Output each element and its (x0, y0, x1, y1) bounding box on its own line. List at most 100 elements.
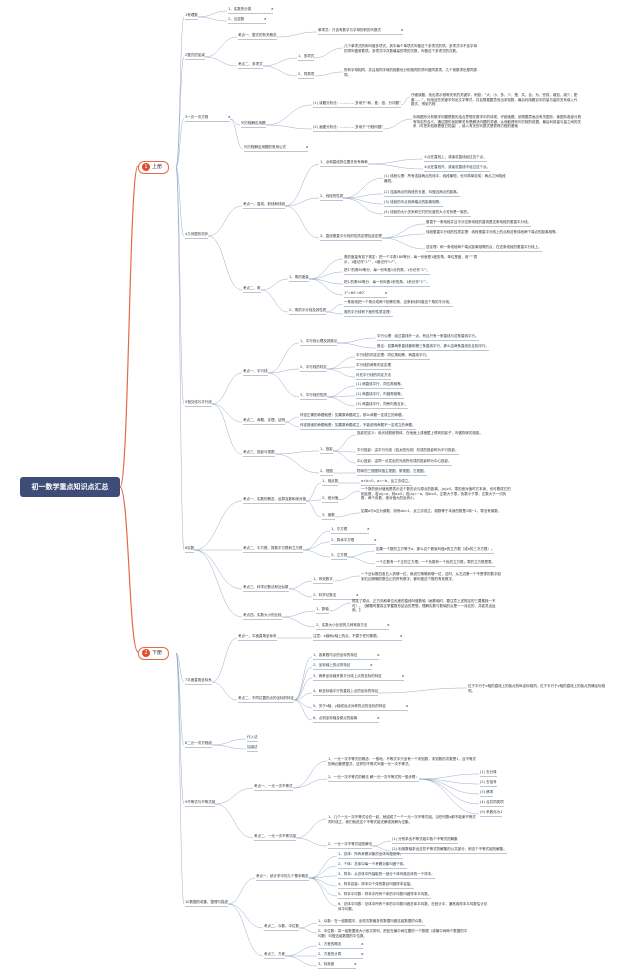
mindmap-node-n4b1a[interactable]: 角的度量有如下规定：把一个平角180等分，每一份就是1度的角，单位是度，用“°”… (344, 255, 478, 264)
mindmap-node-n6a[interactable]: 考点一、实数的概念、运算及数和绝对值 (243, 497, 306, 504)
mindmap-node-n4a2c[interactable]: (3) 线段的中点到两端点的距离相等。 (384, 200, 443, 207)
mindmap-node-n6a2[interactable]: 2、绝对值 (322, 496, 339, 503)
mindmap-node-n5b[interactable]: 考点二、命题、定理、证明 (243, 418, 285, 425)
mindmap-node-n5a1a[interactable]: 平行公理：经过直线外一点，有且只有一条直线与这条直线平行。 (377, 334, 479, 341)
mindmap-node-n10a2[interactable]: 2、个体：总体中每一个考察对象叫做个体。 (338, 862, 407, 869)
mindmap-node-n4b1d[interactable]: 1°=60′=60″a (344, 291, 388, 298)
mindmap-node-n2b1t[interactable]: 几个单项式的和叫做多项式，其中每个单项式叫做这个多项式的项。多项式中不含字母的项… (344, 44, 477, 53)
mindmap-node-n4b2[interactable]: 2、角的平分线及其性质 (289, 308, 327, 315)
mindmap-node-n6[interactable]: 6实数 (185, 546, 195, 553)
mindmap-node-n4a1y[interactable]: ②点在直线外，或者说直线不经过这个点。 (424, 165, 491, 172)
mindmap-node-n8[interactable]: 8二元一次方程组 (185, 741, 212, 748)
mindmap-node-n6a1[interactable]: 1、相反数 (322, 479, 339, 486)
mindmap-node-n5c1a[interactable]: 投影的定义：用光线照射物体，在地面上或墙壁上得到的影子，叫做物体的投影。 (357, 431, 483, 435)
mindmap-node-n7[interactable]: 7平面直角坐标系 (185, 678, 212, 685)
mindmap-node-n7b[interactable]: 考点二、不同位置的点的坐标的特征 (238, 696, 294, 703)
mindmap-node-n5a2c[interactable]: 补充平行线的判定方法 (356, 373, 391, 380)
mindmap-node-n6d1t[interactable]: 规定了原点、正方向和单位长度的直线叫做数轴（画数轴时，要注意上述规定的三要素缺一… (352, 599, 496, 612)
mindmap-node-n4b1c[interactable]: 把1′的角60等分，每一份叫做1秒的角，1秒记作“1″”。 (344, 280, 430, 287)
mindmap-node-n9b1[interactable]: 1、几个一元一次不等式合在一起，就组成了一个一元一次不等式组。当任何数x都不能使… (328, 815, 476, 824)
mindmap-node-n5a3c[interactable]: (3) 两直线平行，同旁内角互补。 (356, 402, 408, 409)
mindmap-node-n6d1[interactable]: 1、数轴 (316, 607, 329, 614)
mindmap-node-n10b2[interactable]: 2、中位数：将一组数据按大小依次排列，把处在最中间位置的一个数据（或最中间两个数… (318, 929, 468, 938)
mindmap-node-n4b1[interactable]: 1、角的度量 (289, 275, 309, 282)
mindmap-node-n5a1b[interactable]: 推论：如果两条直线都和第三条直线平行，那么这两条直线也互相平行。 (377, 344, 489, 351)
mindmap-node-n4[interactable]: 4几何图形初步 (185, 232, 209, 239)
mindmap-node-n6c1[interactable]: 1、有效数字 (313, 577, 333, 584)
mindmap-node-n10b[interactable]: 考点二、众数、中位数 (264, 924, 299, 931)
mindmap-node-n4a3b[interactable]: 线段垂直平分线的性质定理：线段垂直平分线上的点和这条线段两个端点的距离相等。 (426, 230, 559, 234)
mindmap-node-n5a[interactable]: 考点一、平行线 (243, 369, 268, 376)
mindmap-node-n10a1[interactable]: 1、总体：所有考察对象的全体叫做总体。 (338, 852, 404, 859)
mindmap-node-n1[interactable]: 1有理数 (185, 13, 198, 20)
mindmap-node-n4a2[interactable]: 2、线段的性质 (320, 194, 344, 201)
mindmap-node-n9b2[interactable]: 2、一元一次不等式组的解法 (328, 842, 373, 849)
mindmap-node-n8b[interactable]: 加减法 (247, 745, 258, 752)
mindmap-node-n5a3a[interactable]: (1) 两直线平行，同位角相等。 (356, 382, 405, 389)
mindmap-node-n5c2[interactable]: 2、视图 (320, 469, 333, 476)
mindmap-node-n10a3[interactable]: 3、样本：从总体中所抽取的一部分个体叫做总体的一个样本。 (338, 872, 435, 879)
mindmap-node-n5[interactable]: 5相交线与平行线 (185, 400, 212, 407)
mindmap-node-n6b3[interactable]: 3、立方根 (331, 553, 348, 560)
mindmap-node-n10a5[interactable]: 5、样本平均数：样本中所有个体的平均数叫做样本平均数。 (338, 892, 432, 899)
mindmap-node-n4a1x[interactable]: ①点在直线上，或者说直线经过这个点。 (424, 155, 487, 162)
mindmap-node-n6a3t[interactable]: 如果a与b互为倒数，则有ab=1，反之亦成立。倒数等于本身的数是1和−1，零没有… (361, 509, 502, 513)
mindmap-node-n4a2d[interactable]: (4) 线段的大小关系和它们的长度的大小关系是一致的。 (384, 210, 471, 217)
mindmap-node-n4a3a[interactable]: 垂直于一条线段并且平分这条线段的直线是这条线段的垂直平分线。 (426, 220, 531, 227)
mindmap-node-n3a1[interactable]: (1) 读题分析法：………… 多用于“和，差，倍，分问题” (313, 101, 401, 108)
root-topic[interactable]: 初一数学重点知识点汇总 (20, 477, 120, 497)
mindmap-node-n4a2b[interactable]: (2) 连接两点的线段的长度，叫做这两点的距离。 (384, 190, 461, 197)
mindmap-node-n3a2t[interactable]: 利用图形分析数学问题是数形结合思想在数学中的体现，仔细读题，依照题意画出有关图形… (413, 115, 581, 128)
mindmap-node-n9b[interactable]: 考点二、一元一次不等式组 (254, 834, 296, 841)
mindmap-node-n5c1c[interactable]: 中心投影：由同一点发出的光线所形成的投影称为中心投影。 (357, 459, 452, 466)
mindmap-node-n10b1[interactable]: 1、众数：在一组数据中，出现次数最多的数据叫做这组数据的众数。 (318, 919, 426, 926)
mindmap-node-n6a3[interactable]: 3、倒数 (322, 513, 335, 520)
mindmap-node-n4a2a[interactable]: (1) 线段公理：所有连接两点的线中，线段最短。也可简单说成：两点之间线段最短。 (384, 174, 506, 183)
mindmap-node-n4b1b[interactable]: 把1°的角60等分，每一份叫做1分的角，1分记作“1′”。 (344, 268, 431, 275)
mindmap-node-n7b4t[interactable]: 位于平行于x轴的直线上的各点的纵坐标相同。位于平行于y轴的直线上的各点的横坐标相… (468, 684, 606, 693)
mindmap-node-n5c1[interactable]: 1、投影 (320, 447, 333, 454)
mindmap-node-n5a1[interactable]: 1、平行线公理及其推论 (300, 339, 338, 346)
mindmap-node-n4a3[interactable]: 3、直线垂直平分线的性质定理及逆定理 (320, 234, 382, 241)
mindmap-node-n8a[interactable]: 代入法 (247, 735, 258, 742)
mindmap-node-n2b2t[interactable]: 所有字母相同，并且相同字母的指数也分别相同的项叫做同类项。几个常数项也是同类项。 (344, 68, 477, 77)
mindmap-node-n10c[interactable]: 考点三、方差 (264, 952, 285, 959)
mindmap-node-n6d[interactable]: 考点四、实数大小的比较 (243, 613, 282, 620)
mindmap-node-n7b4[interactable]: 4、和坐标轴平行的直线上点的坐标的特征 (313, 689, 379, 696)
mindmap-node-n9b2b[interactable]: (2) 利用数轴求出这些不等式的解集的公共部分，即这个不等式组的解集。 (392, 847, 507, 854)
mindmap-node-n3a1t[interactable]: 仔细读题，找出表示相等关系的关键字，例如：“大，小，多，少，是，共，合，为，完成… (411, 93, 578, 106)
mindmap-node-n6b3a[interactable]: 如果一个数的立方等于a，那么这个数就叫做a的立方根（或a的三次方根）。 (376, 547, 495, 554)
mindmap-node-n5c[interactable]: 考点三、投影与视图 (243, 450, 275, 457)
mindmap-node-n5a2[interactable]: 2、平行线的判定 (300, 365, 327, 372)
mindmap-node-n6c1t[interactable]: 一个近似数四舍五入到哪一位，就说它精确到哪一位，这时，从左边第一个不是零的数字起… (361, 572, 501, 581)
mindmap-node-n2a[interactable]: 考点一、整式的有关概念 (238, 33, 277, 40)
mindmap-node-n6c[interactable]: 考点三、科学记数法和近似数 (243, 585, 289, 592)
mindmap-node-n6b3b[interactable]: 一个正数有一个正的立方根；一个负数有一个负的立方根；零的立方根是零。 (376, 560, 495, 567)
mindmap-node-n2[interactable]: 2整式的加减 (185, 53, 205, 60)
mindmap-node-n5c2a[interactable]: 物体的三视图特指主视图、俯视图、左视图。 (357, 469, 427, 476)
mindmap-node-n2b1[interactable]: 1、多项式 (298, 54, 315, 61)
mindmap-node-n6a1a[interactable]: a+b=0，a=−b，反之亦成立。 (361, 479, 412, 486)
mindmap-node-n10a6[interactable]: 6、总体平均数：总体中所有个体的平均数叫做总体平均数，在统计中，通常用样本平均数… (338, 902, 488, 911)
mindmap-node-n7a1[interactable]: 注意：x轴和y轴上的点，不属于任何象限。a (313, 634, 403, 641)
mindmap-node-n5a2b[interactable]: 平行线的两条判定定理 (356, 363, 391, 370)
mindmap-node-n2b2[interactable]: 2、同类项 (298, 72, 315, 79)
mindmap-node-n4b2b[interactable]: 角的平分线有下面的性质定理： (344, 310, 393, 317)
mindmap-node-n3a[interactable]: 列方程解应用题 (241, 121, 266, 128)
mindmap-node-n10a4[interactable]: 4、样本容量：样本中个体的数目叫做样本容量。 (338, 882, 414, 889)
mindmap-node-n9a2e[interactable]: (5) 系数化为1 (480, 810, 503, 817)
mindmap-node-n5a2a[interactable]: 平行线的判定定理：同位角相等，两直线平行。 (356, 353, 430, 360)
